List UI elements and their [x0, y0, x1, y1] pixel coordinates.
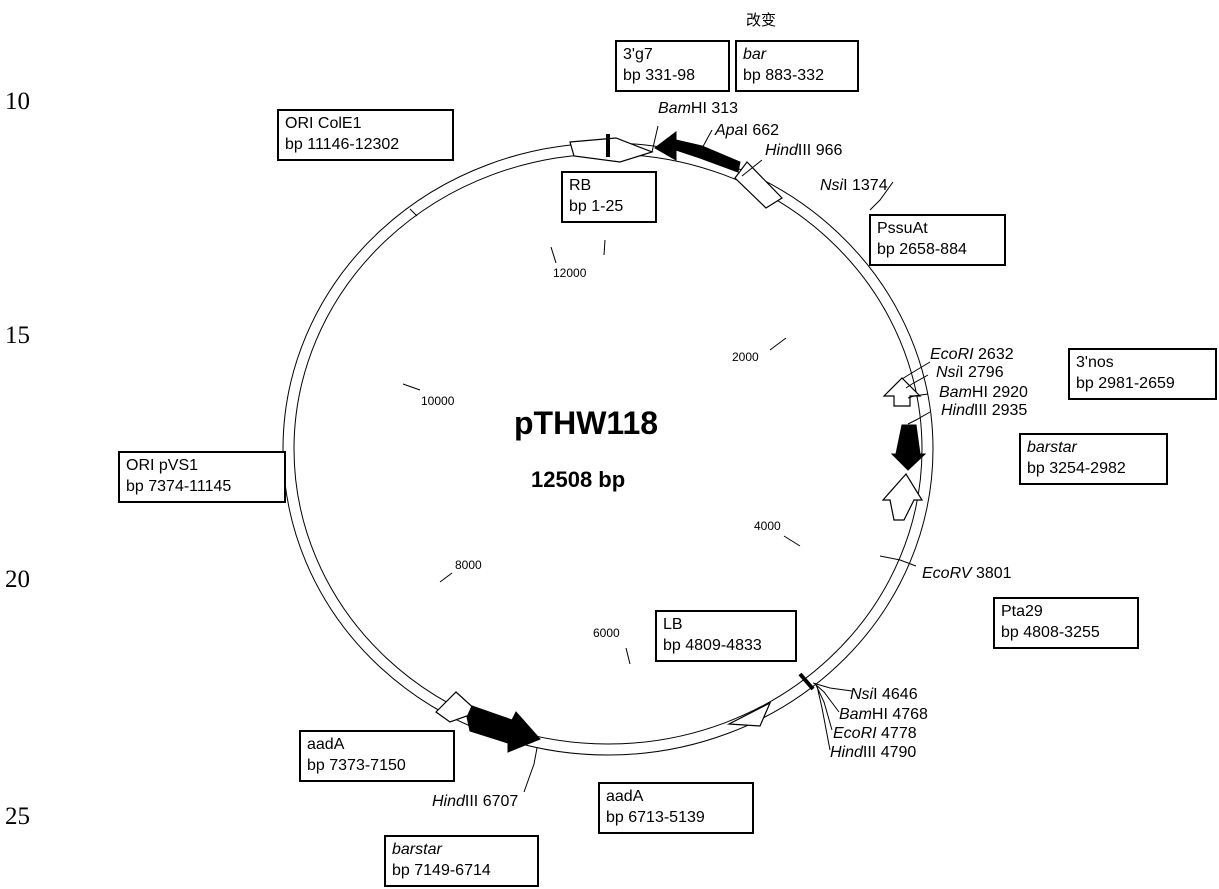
- restriction-site: BamHI 2920: [939, 384, 1028, 401]
- lb-mark: [798, 672, 815, 691]
- restriction-site: NsiI 4646: [850, 686, 918, 703]
- line-number: 10: [5, 88, 30, 115]
- feature-range: bp 3254-2982: [1027, 460, 1126, 477]
- restriction-site: HindIII 6707: [432, 793, 519, 810]
- feature-range: bp 6713-5139: [606, 809, 705, 826]
- feature-box-3g7: 3'g7 bp 331-98: [615, 40, 730, 92]
- barstar1-arrow: [890, 424, 927, 471]
- nos-arrow: [882, 377, 922, 407]
- feature-range: bp 331-98: [623, 67, 696, 84]
- feature-range: bp 7374-11145: [126, 478, 232, 495]
- restriction-site: NsiI 2796: [936, 364, 1004, 381]
- feature-box-aada-1: aadA bp 7373-7150: [299, 730, 455, 782]
- feature-box-lb: LB bp 4809-4833: [655, 610, 797, 662]
- feature-name: 3'nos: [1076, 354, 1114, 371]
- feature-range: bp 883-332: [743, 67, 824, 84]
- feature-name: RB: [569, 177, 592, 194]
- feature-range: bp 2981-2659: [1076, 375, 1175, 392]
- feature-name: bar: [743, 46, 767, 63]
- restriction-site: HindIII 4790: [830, 744, 917, 761]
- feature-box-pssuat: PssuAt bp 2658-884: [869, 214, 1006, 266]
- barstar2-arrow: [466, 705, 541, 753]
- feature-box-ori-pvs1: ORI pVS1 bp 7374-11145: [118, 451, 286, 503]
- scale-tick: 10000: [421, 394, 455, 408]
- feature-name: aadA: [307, 736, 345, 753]
- restriction-site: BamHI 4768: [839, 706, 928, 723]
- feature-box-barstar-2: barstar bp 7149-6714: [384, 835, 539, 887]
- feature-name: LB: [663, 616, 683, 633]
- colE1-arrow: [569, 137, 654, 163]
- feature-name: Pta29: [1001, 603, 1043, 620]
- plasmid-name: pTHW118: [514, 405, 659, 441]
- aadA2-arrow: [726, 701, 772, 727]
- pta29-arrow: [881, 472, 924, 521]
- annotation-note: 改变: [746, 11, 777, 29]
- scale-tick: 6000: [593, 626, 620, 640]
- feature-name: PssuAt: [877, 220, 928, 237]
- feature-box-pta29: Pta29 bp 4808-3255: [993, 597, 1139, 649]
- feature-range: bp 11146-12302: [285, 136, 400, 153]
- feature-range: bp 4808-3255: [1001, 624, 1100, 641]
- feature-box-rb: RB bp 1-25: [561, 171, 657, 223]
- feature-name: barstar: [392, 841, 442, 858]
- feature-box-bar: bar bp 883-332: [735, 40, 859, 92]
- feature-name: barstar: [1027, 439, 1077, 456]
- feature-box-aada-2: aadA bp 6713-5139: [598, 782, 754, 834]
- scale-tick: 12000: [553, 266, 587, 280]
- feature-name: ORI pVS1: [126, 457, 199, 474]
- scale-tick: 2000: [732, 350, 759, 364]
- feature-range: bp 2658-884: [877, 241, 967, 258]
- restriction-site: HindIII 2935: [941, 402, 1028, 419]
- feature-box-ori-cole1: ORI ColE1 bp 11146-12302: [277, 109, 454, 161]
- restriction-site: HindIII 966: [765, 142, 843, 159]
- restriction-site: NsiI 1374: [820, 177, 888, 194]
- pssuat-arrow: [734, 161, 783, 209]
- feature-range: bp 1-25: [569, 198, 624, 215]
- line-number: 25: [5, 803, 30, 830]
- restriction-site: EcoRI 2632: [930, 346, 1014, 363]
- restriction-site: BamHI 313: [658, 100, 739, 117]
- feature-name: aadA: [606, 788, 644, 805]
- line-number: 20: [5, 566, 30, 593]
- feature-range: bp 4809-4833: [663, 637, 762, 654]
- plasmid-size: 12508 bp: [531, 467, 626, 492]
- restriction-site: EcoRV 3801: [922, 565, 1012, 582]
- scale-tick: 4000: [754, 519, 781, 533]
- feature-box-barstar-1: barstar bp 3254-2982: [1019, 433, 1168, 485]
- scale-tick: 8000: [455, 558, 482, 572]
- feature-range: bp 7149-6714: [392, 862, 491, 879]
- line-number: 15: [5, 322, 30, 349]
- restriction-site: ApaI 662: [715, 122, 780, 139]
- feature-name: 3'g7: [623, 46, 653, 63]
- feature-box-3nos: 3'nos bp 2981-2659: [1068, 348, 1217, 400]
- bar-arrow: [654, 130, 741, 173]
- restriction-site: EcoRI 4778: [833, 725, 917, 742]
- feature-name: ORI ColE1: [285, 115, 362, 132]
- feature-range: bp 7373-7150: [307, 757, 406, 774]
